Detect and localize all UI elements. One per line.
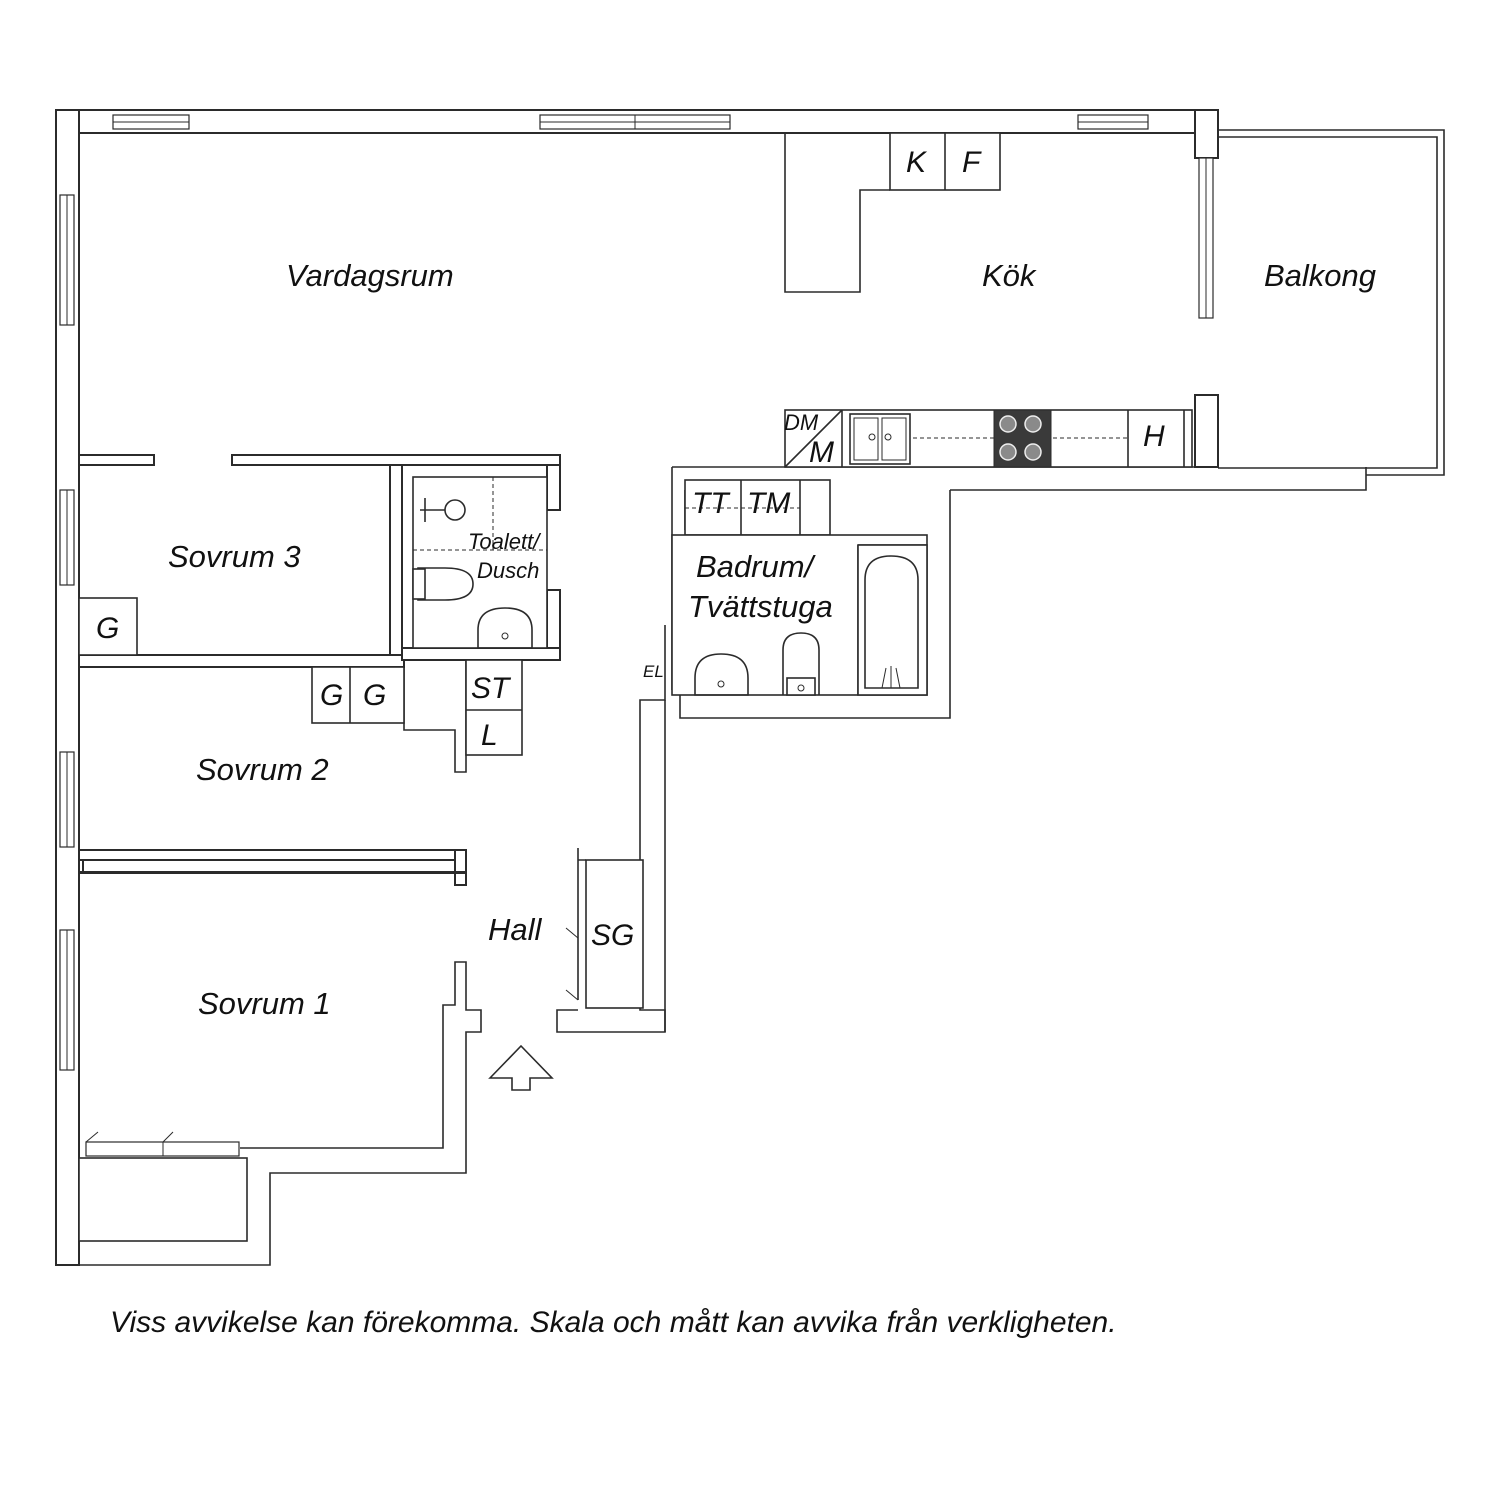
label-dm: DM <box>784 410 819 435</box>
label-el: EL <box>643 662 664 681</box>
wc-fixtures <box>412 476 548 649</box>
kitchen-counter <box>784 409 1193 468</box>
room-label-sovrum2: Sovrum 2 <box>196 752 329 787</box>
washbasin-icon <box>694 653 749 696</box>
interior-walls <box>78 133 890 886</box>
room-label-badrum-line1: Badrum/ <box>696 549 817 584</box>
room-label-badrum-line2: Tvättstuga <box>688 589 833 624</box>
disclaimer-text: Viss avvikelse kan förekomma. Skala och … <box>110 1306 1117 1339</box>
entrance-arrow-icon <box>488 1044 554 1091</box>
label-g1-sovrum2: G <box>320 679 343 712</box>
wardrobe-hall <box>585 859 644 1009</box>
label-tt: TT <box>692 487 731 520</box>
label-g2-sovrum2: G <box>363 679 386 712</box>
label-sg: SG <box>591 919 634 952</box>
storage-st-l <box>465 659 523 756</box>
windows <box>59 114 1214 1157</box>
wardrobe-sovrum2 <box>311 666 405 724</box>
label-f: F <box>962 146 982 179</box>
stove-icon <box>993 409 1052 468</box>
sink-icon <box>849 413 911 465</box>
label-tm: TM <box>747 487 790 520</box>
closets <box>78 597 644 1009</box>
wc-toilet-icon <box>412 567 474 601</box>
room-label-toalett-line1: Toalett/ <box>468 529 541 554</box>
room-label-kok: Kök <box>982 258 1037 293</box>
label-k: K <box>906 146 928 179</box>
toilet-icon <box>782 632 820 696</box>
label-l: L <box>481 719 498 752</box>
wardrobe-sovrum3 <box>78 597 138 656</box>
room-label-balkong: Balkong <box>1264 258 1376 293</box>
fixture-labels: K F H DM M TT TM G G G ST L SG EL <box>96 146 1165 952</box>
room-label-hall: Hall <box>488 912 543 947</box>
room-label-toalett-line2: Dusch <box>477 558 539 583</box>
label-g-sovrum3: G <box>96 612 119 645</box>
balcony <box>1218 129 1445 476</box>
label-st: ST <box>471 672 512 705</box>
room-label-vardagsrum: Vardagsrum <box>286 258 454 293</box>
label-h: H <box>1143 420 1165 453</box>
bathtub-icon <box>857 544 928 696</box>
shower-icon <box>420 498 466 522</box>
kitchen-fixtures <box>784 132 1193 468</box>
room-label-sovrum3: Sovrum 3 <box>168 539 301 574</box>
room-label-sovrum1: Sovrum 1 <box>198 986 331 1021</box>
bath-fixtures <box>671 479 928 696</box>
wc-washbasin-icon <box>477 607 533 649</box>
room-labels: Vardagsrum Kök Balkong Sovrum 3 Sovrum 2… <box>168 258 1376 1021</box>
label-m: M <box>809 436 834 469</box>
